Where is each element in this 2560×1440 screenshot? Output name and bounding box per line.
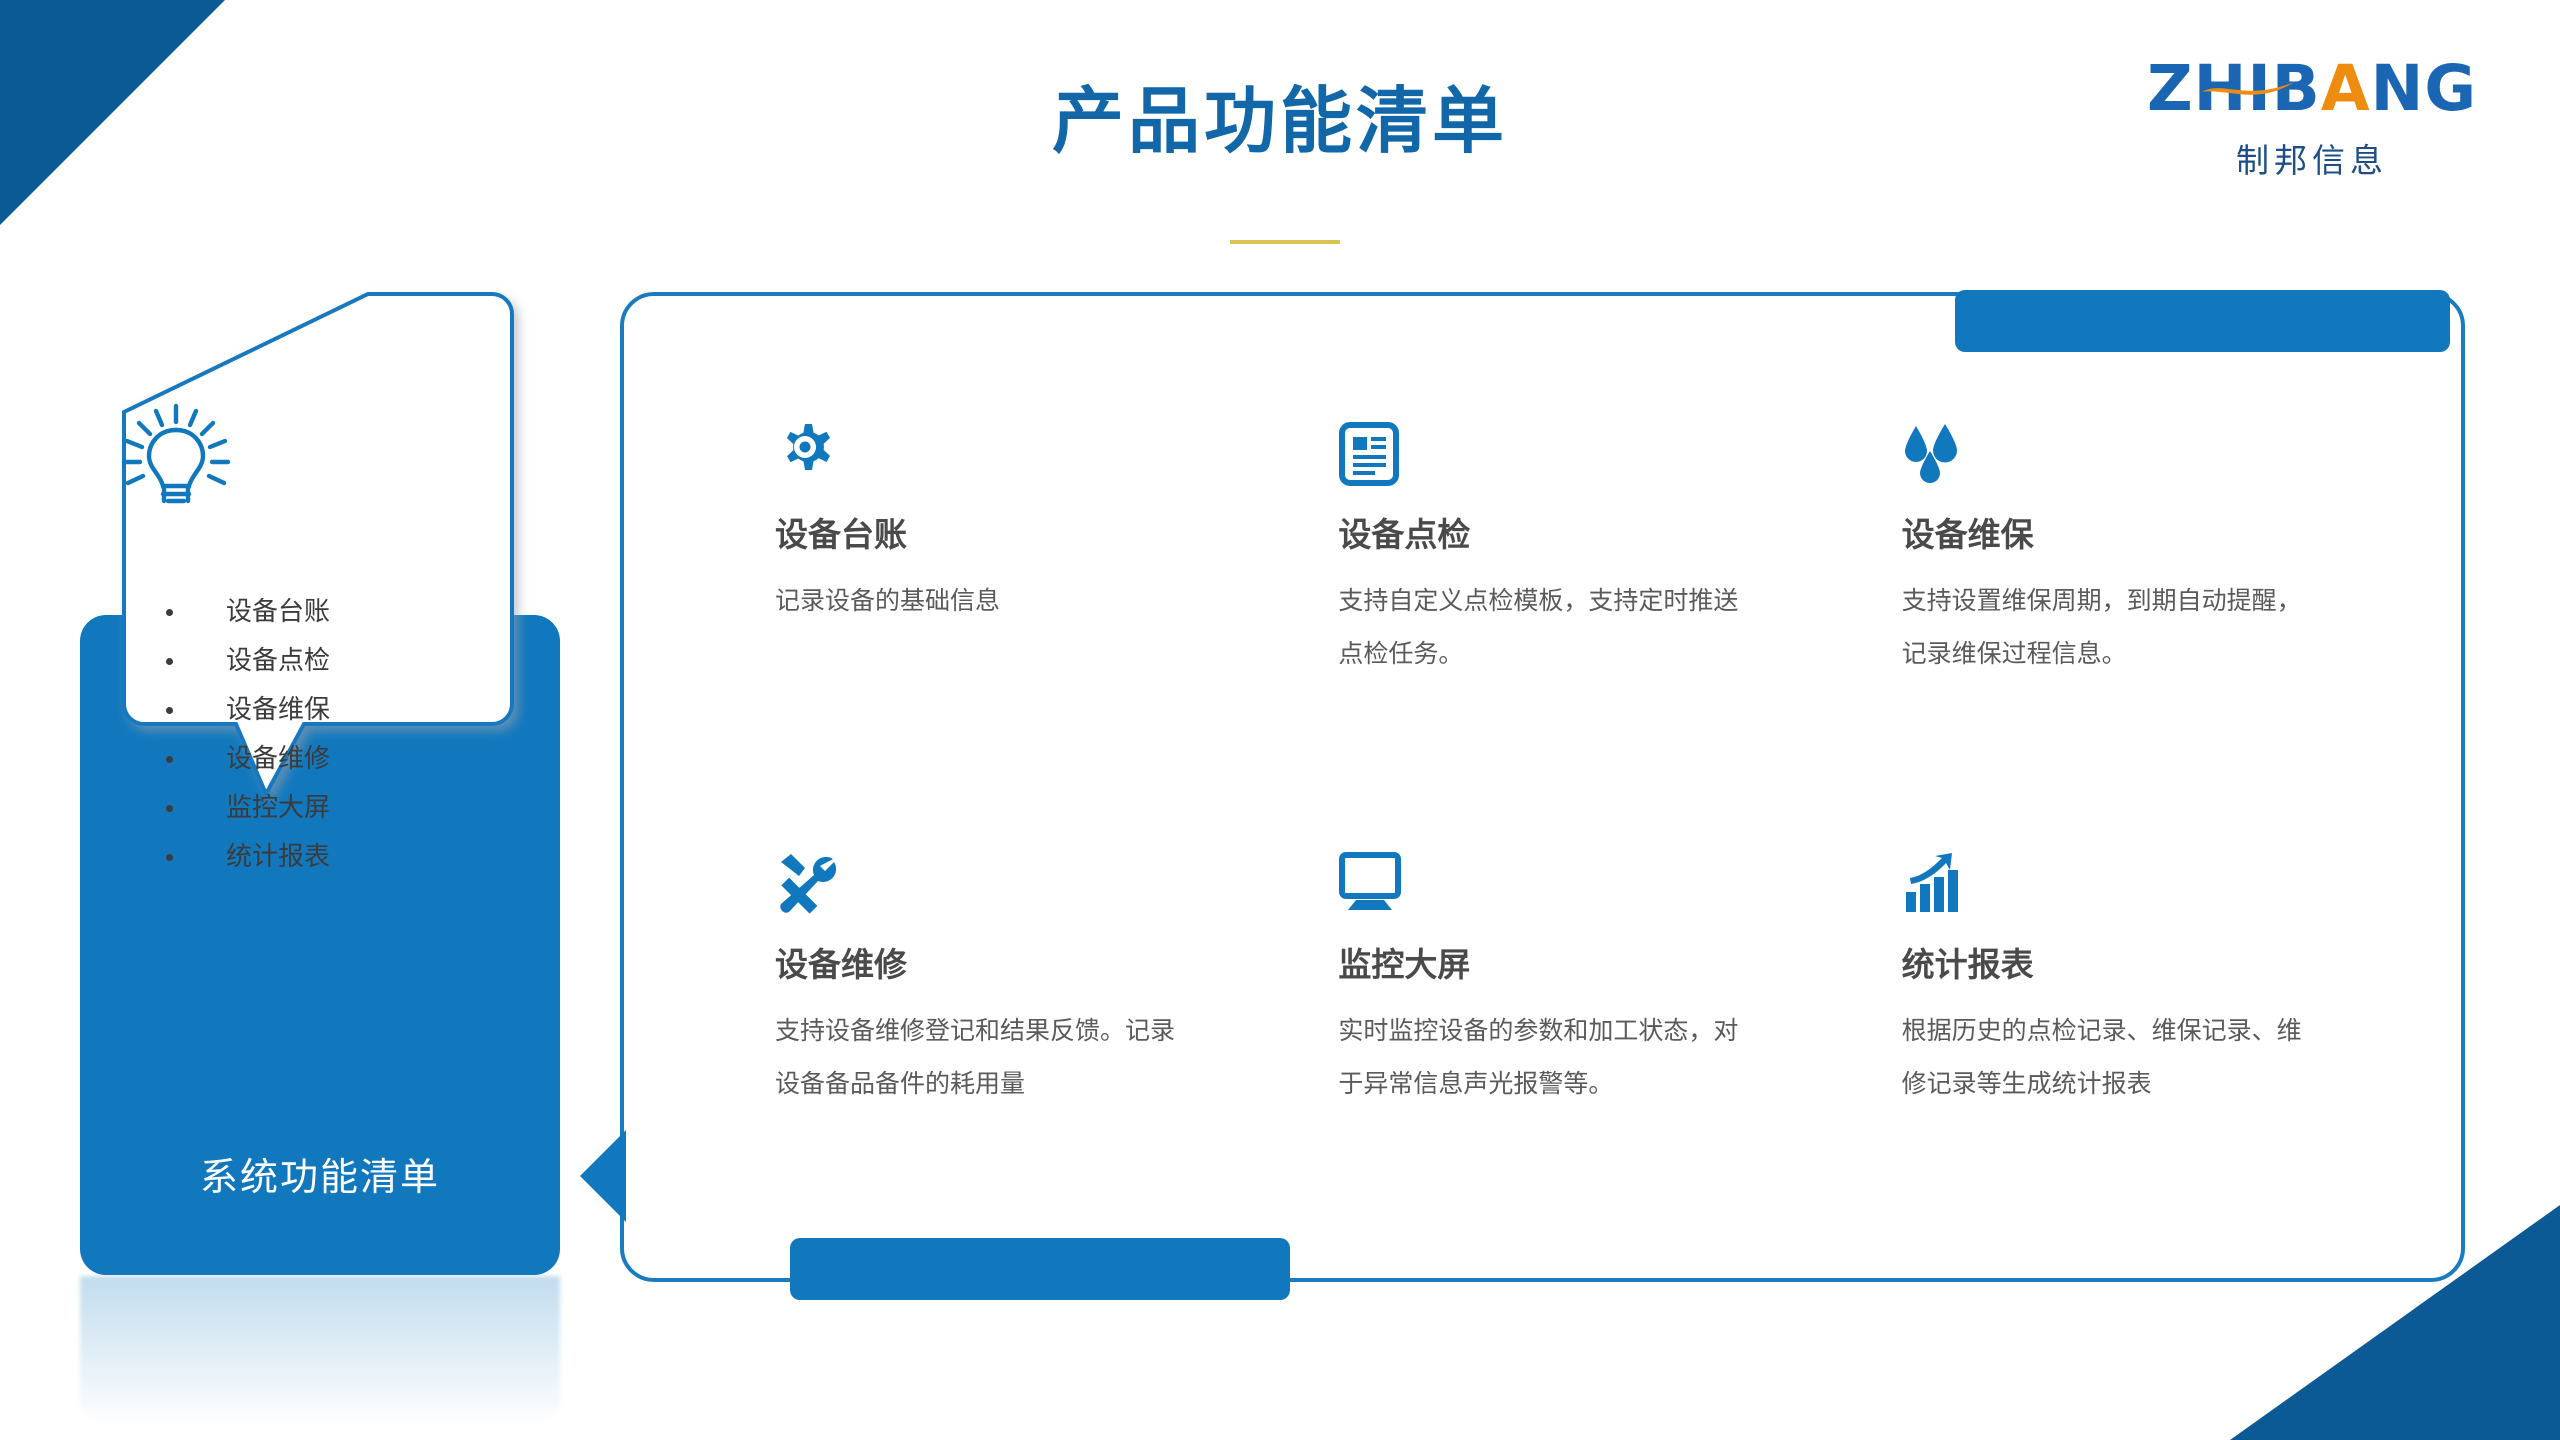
logo-wordmark-accent: A xyxy=(2320,52,2371,125)
feature-title: 设备维修 xyxy=(775,945,907,984)
list-item-label: 统计报表 xyxy=(226,842,331,872)
title-underline-divider xyxy=(1230,240,1340,244)
bullet-dot-icon xyxy=(166,756,173,763)
bullet-dot-icon xyxy=(166,609,173,616)
monitor-icon xyxy=(1338,852,1788,924)
feature-bubble-card: 设备台账 设备点检 设备维保 设备维修 监控大屏 统计报表 xyxy=(118,292,518,982)
bar-chart-growth-icon xyxy=(1902,852,2352,924)
water-drops-icon xyxy=(1902,422,2352,494)
logo-subtitle: 制邦信息 xyxy=(2236,141,2388,180)
list-item[interactable]: 统计报表 xyxy=(166,833,496,882)
list-item-label: 设备点检 xyxy=(226,646,331,676)
list-item-label: 设备维修 xyxy=(226,744,331,774)
feature-title: 设备维保 xyxy=(1901,515,2034,554)
feature-card-equipment-repair[interactable]: 设备维修 支持设备维修登记和结果反馈。记录设备备品备件的耗用量 xyxy=(775,852,1225,1282)
bullet-dot-icon xyxy=(166,854,173,861)
system-function-list-label: 系统功能清单 xyxy=(199,1155,440,1199)
checklist-document-icon xyxy=(1338,422,1788,494)
list-item[interactable]: 设备维保 xyxy=(166,686,496,735)
features-panel xyxy=(620,292,2465,1282)
logo-wordmark: ZHIBANG xyxy=(2122,56,2502,122)
list-item-label: 设备台账 xyxy=(226,597,331,627)
brand-logo: ZHIBANG 制邦信息 xyxy=(2122,56,2502,182)
feature-title: 设备点检 xyxy=(1338,515,1471,554)
feature-description: 支持自定义点检模板，支持定时推送点检任务。 xyxy=(1338,586,1739,668)
bullet-dot-icon xyxy=(166,805,173,812)
logo-swoosh-icon xyxy=(2202,82,2294,95)
feature-card-equipment-maintenance[interactable]: 设备维保 支持设置维保周期，到期自动提醒，记录维保过程信息。 xyxy=(1902,422,2352,852)
blue-box-reflection xyxy=(80,1276,560,1426)
feature-card-statistics-report[interactable]: 统计报表 根据历史的点检记录、维保记录、维修记录等生成统计报表 xyxy=(1902,852,2352,1282)
bullet-dot-icon xyxy=(166,707,173,714)
list-item[interactable]: 设备维修 xyxy=(166,735,496,784)
feature-card-equipment-inspection[interactable]: 设备点检 支持自定义点检模板，支持定时推送点检任务。 xyxy=(1338,422,1788,852)
feature-description: 根据历史的点检记录、维保记录、维修记录等生成统计报表 xyxy=(1901,1016,2302,1098)
logo-wordmark-prefix: ZHIB xyxy=(2146,52,2321,125)
panel-pointer-arrow-icon xyxy=(580,1130,626,1222)
feature-card-equipment-ledger[interactable]: 设备台账 记录设备的基础信息 xyxy=(775,422,1225,852)
list-item[interactable]: 设备台账 xyxy=(166,588,496,637)
feature-title: 统计报表 xyxy=(1901,945,2034,984)
hammer-wrench-icon xyxy=(775,852,1225,924)
feature-card-monitor-dashboard[interactable]: 监控大屏 实时监控设备的参数和加工状态，对于异常信息声光报警等。 xyxy=(1338,852,1788,1282)
list-item-label: 监控大屏 xyxy=(226,793,331,823)
bubble-card-shape xyxy=(122,292,514,799)
gear-icon xyxy=(775,422,1225,494)
panel-tab-bottom-left[interactable] xyxy=(790,1238,1290,1300)
panel-tab-top-right[interactable] xyxy=(1955,290,2450,352)
feature-title: 监控大屏 xyxy=(1338,945,1471,984)
feature-description: 实时监控设备的参数和加工状态，对于异常信息声光报警等。 xyxy=(1338,1016,1739,1098)
feature-description: 支持设置维保周期，到期自动提醒，记录维保过程信息。 xyxy=(1901,586,2302,668)
list-item[interactable]: 设备点检 xyxy=(166,637,496,686)
feature-title: 设备台账 xyxy=(775,515,907,554)
list-item[interactable]: 监控大屏 xyxy=(166,784,496,833)
page-title: 产品功能清单 xyxy=(1051,79,1508,163)
feature-grid: 设备台账 记录设备的基础信息 设备点检 支持自定义点检模板，支持定时推送点检任务… xyxy=(620,292,2465,1282)
feature-description: 支持设备维修登记和结果反馈。记录设备备品备件的耗用量 xyxy=(775,1016,1176,1098)
list-item-label: 设备维保 xyxy=(226,695,331,725)
feature-description: 记录设备的基础信息 xyxy=(775,586,1001,615)
feature-bullet-list: 设备台账 设备点检 设备维保 设备维修 监控大屏 统计报表 xyxy=(166,588,496,882)
logo-wordmark-suffix: NG xyxy=(2370,52,2478,125)
bullet-dot-icon xyxy=(166,658,173,665)
